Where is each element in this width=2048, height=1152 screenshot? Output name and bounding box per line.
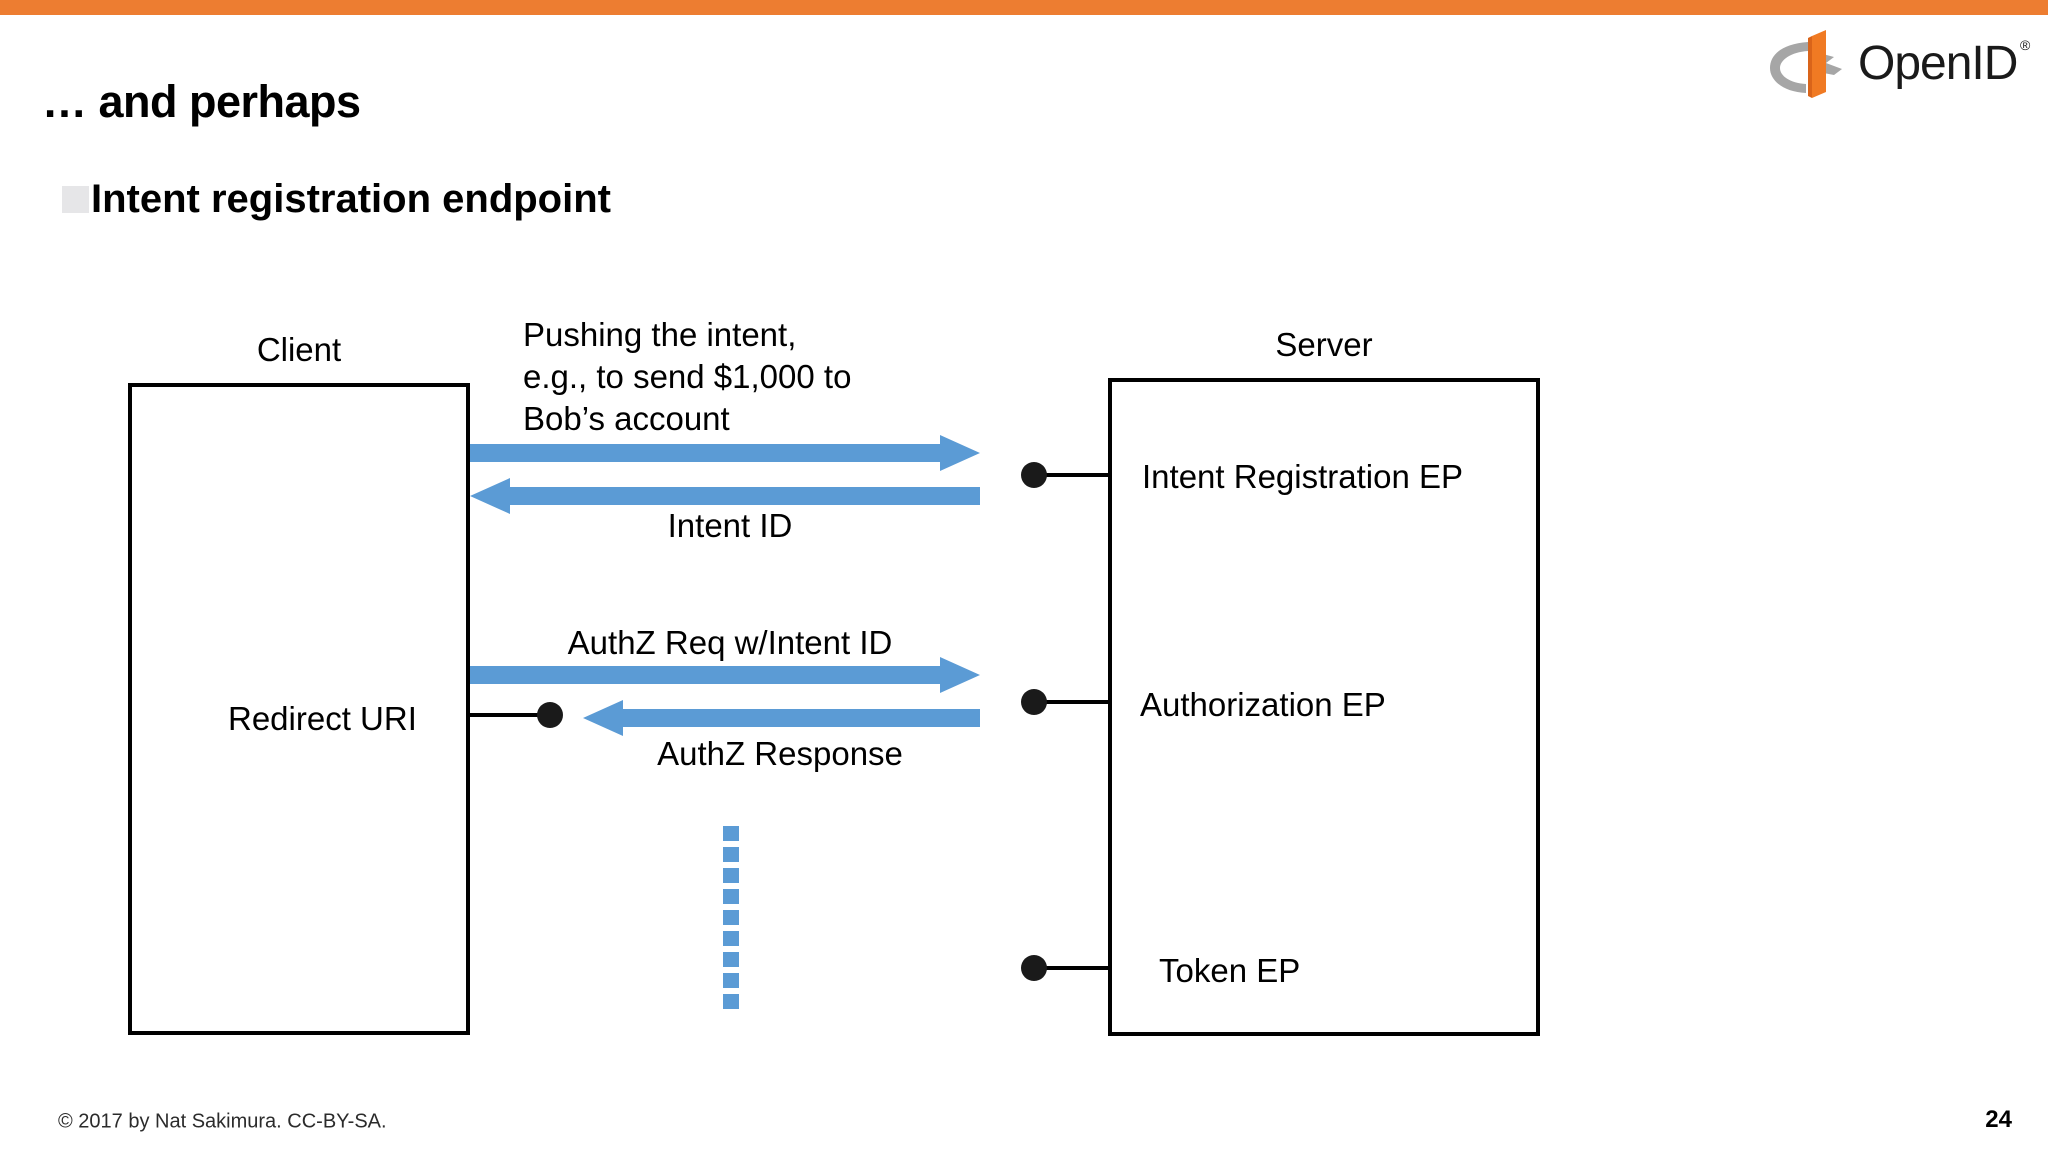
svg-text:OpenID: OpenID <box>1858 37 2017 90</box>
copyright-notice: © 2017 by Nat Sakimura. CC-BY-SA. <box>58 1110 387 1133</box>
redirect-uri-label: Redirect URI <box>228 700 417 737</box>
bullet-item: Intent registration endpoint <box>62 179 611 219</box>
intent-ep-connector-line <box>1034 473 1112 477</box>
top-accent-bar <box>0 0 2048 15</box>
bullet-square-icon <box>62 185 89 213</box>
server-label: Server <box>1275 326 1373 363</box>
continuation-dotted-line <box>723 826 739 1009</box>
authorization-ep-connector-dot <box>1021 689 1047 715</box>
intent-id-arrow-left <box>470 478 980 514</box>
redirect-uri-connector-dot <box>537 702 563 728</box>
svg-text:®: ® <box>2020 37 2031 53</box>
authz-request-arrow-right <box>470 657 980 693</box>
push-intent-line-3: Bob’s account <box>523 400 730 438</box>
push-intent-line-1: Pushing the intent, <box>523 316 797 353</box>
redirect-uri-connector-line <box>470 713 542 717</box>
server-box <box>1108 378 1540 1036</box>
openid-logo: OpenID ® <box>1764 26 2036 98</box>
intent-registration-ep-label: Intent Registration EP <box>1142 458 1464 495</box>
bullet-item-label: Intent registration endpoint <box>91 177 611 221</box>
client-box <box>128 383 470 1035</box>
authorization-ep-label: Authorization EP <box>1140 686 1386 723</box>
token-ep-connector-line <box>1034 966 1112 970</box>
push-intent-label: Pushing the intent, e.g., to send $1,000… <box>523 314 983 441</box>
authz-request-label: AuthZ Req w/Intent ID <box>567 624 893 661</box>
page-number: 24 <box>1985 1106 2012 1133</box>
push-intent-line-2: e.g., to send $1,000 to <box>523 358 852 396</box>
slide-title: … and perhaps <box>42 76 361 127</box>
authz-response-arrow-left <box>583 700 980 736</box>
authorization-ep-connector-line <box>1034 700 1112 704</box>
client-label: Client <box>256 331 342 368</box>
token-ep-connector-dot <box>1021 955 1047 981</box>
token-ep-label: Token EP <box>1159 952 1301 989</box>
intent-id-label: Intent ID <box>667 507 793 544</box>
intent-ep-connector-dot <box>1021 462 1047 488</box>
push-intent-arrow-right <box>470 435 980 471</box>
authz-response-label: AuthZ Response <box>657 735 903 772</box>
